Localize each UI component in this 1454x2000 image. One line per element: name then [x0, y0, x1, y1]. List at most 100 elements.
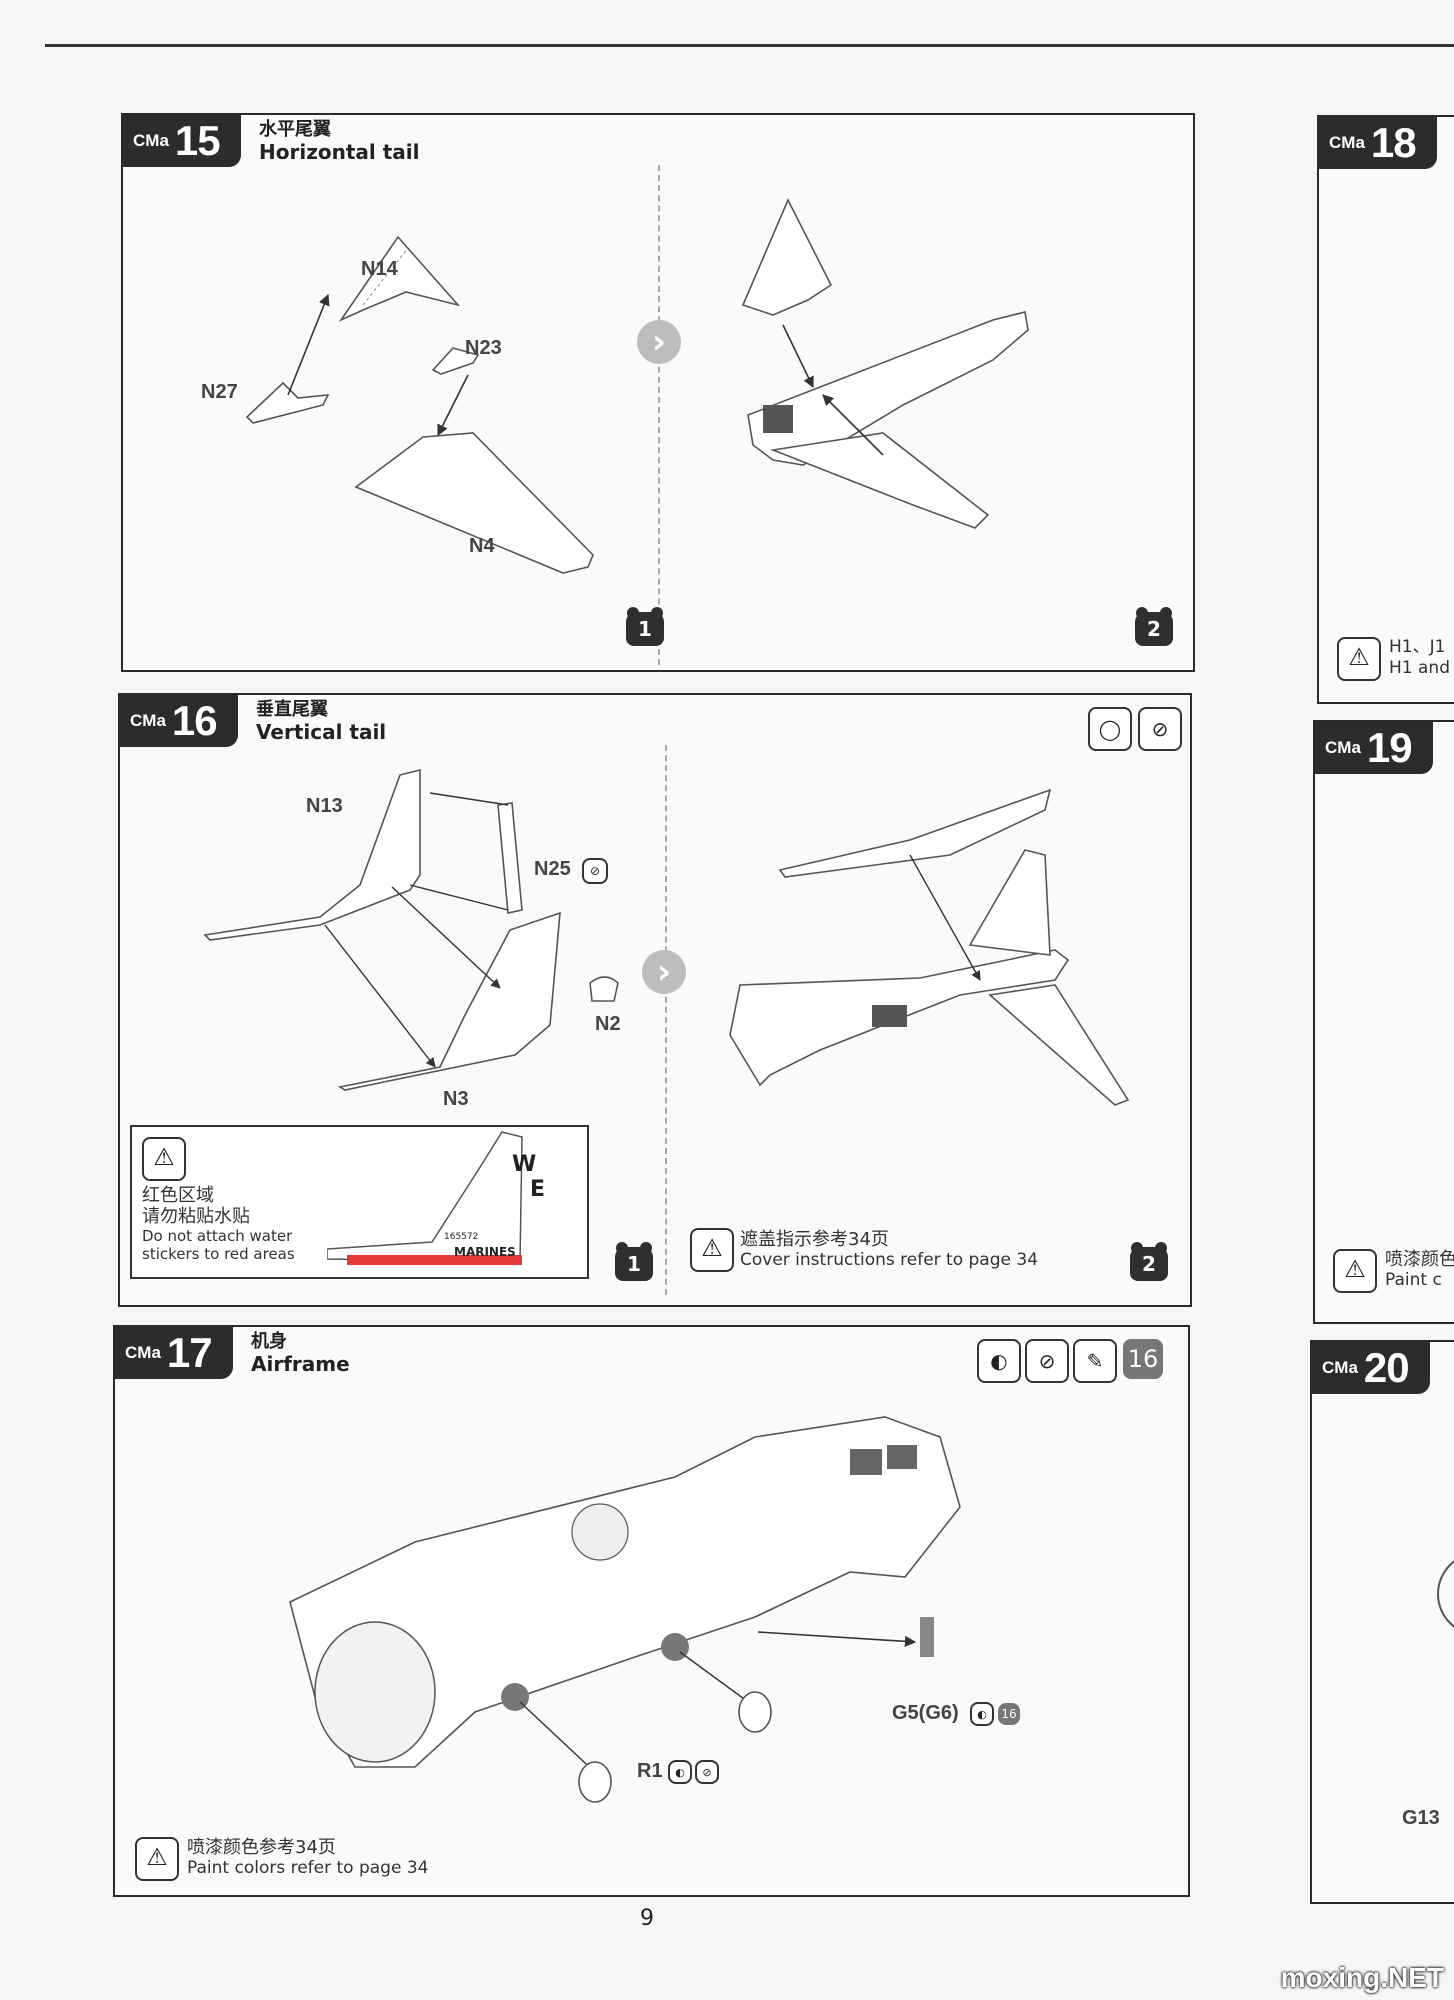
step-19-note-line2: Paint c	[1385, 1270, 1442, 1290]
part-n25-shape	[497, 802, 523, 914]
cover-note-zh: 遮盖指示参考34页	[740, 1229, 889, 1250]
brand-logo: CMa	[125, 1343, 161, 1362]
step-number: 18	[1370, 119, 1417, 166]
part-label-g13: G13	[1402, 1807, 1440, 1829]
fin-shape	[741, 198, 833, 316]
no-glue-icon: ⊘	[1025, 1339, 1069, 1383]
title-en: Airframe	[251, 1352, 350, 1376]
paint-note-en: Paint colors refer to page 34	[187, 1858, 429, 1878]
step-17-panel: CMa 17 机身 Airframe ◐ ⊘ ✎ 16 G5(G6) ◐ 16 …	[113, 1325, 1190, 1897]
brand-logo: CMa	[1322, 1358, 1358, 1377]
decal-e: E	[530, 1177, 546, 1202]
stabilizer-shape	[988, 984, 1130, 1106]
step-number: 20	[1363, 1344, 1410, 1391]
part-n13-on-fuselage	[778, 788, 1052, 878]
step-19-panel: CMa 19 喷漆颜色 Paint c	[1313, 720, 1454, 1324]
warning-icon	[135, 1837, 179, 1881]
brand-logo: CMa	[133, 131, 169, 150]
part-label-n27: N27	[201, 381, 238, 403]
warning-icon	[690, 1228, 734, 1272]
part-n13-shape	[203, 768, 421, 941]
part-n23-shape	[431, 347, 480, 375]
part-r1-shape	[578, 1761, 612, 1803]
fuselage-shape	[747, 311, 1029, 466]
sub-step-divider	[658, 165, 660, 665]
part-label-n25: N25	[534, 858, 571, 880]
part-label-n13: N13	[306, 795, 343, 817]
step-19-note-line1: 喷漆颜色	[1385, 1249, 1454, 1270]
step-18-badge: CMa 18	[1319, 117, 1437, 169]
part-g5-shape	[920, 1617, 934, 1657]
vent-grill-shape	[763, 405, 793, 433]
step-18-note-line2: H1 and	[1389, 658, 1450, 678]
brand-logo: CMa	[1325, 738, 1361, 757]
decal-tail-drawing	[327, 1131, 523, 1265]
part-label-r1: R1	[637, 1760, 663, 1782]
step-15-title: 水平尾翼 Horizontal tail	[259, 119, 419, 163]
step-16-badge: CMa 16	[120, 695, 238, 747]
title-zh: 垂直尾翼	[256, 699, 328, 720]
step-17-badge: CMa 17	[115, 1327, 233, 1379]
step-number: 16	[171, 697, 218, 744]
decal-warning-text: 红色区域 请勿粘贴水贴 Do not attach water stickers…	[142, 1185, 295, 1263]
decal-serial: 165572	[444, 1232, 479, 1242]
step-number: 15	[174, 117, 221, 164]
assembly-arrow	[437, 374, 469, 437]
next-arrow-icon: ›	[642, 950, 686, 994]
next-arrow-icon: ›	[637, 320, 681, 364]
no-glue-icon: ⊘	[695, 1760, 719, 1784]
step-16-drawing	[203, 768, 1130, 1106]
no-glue-icon: ⊘	[1138, 707, 1182, 751]
bear-mask-icon: ◯	[1088, 707, 1132, 751]
page-top-rule	[45, 44, 1454, 47]
brand-logo: CMa	[1329, 133, 1365, 152]
wheel-outline-shape	[1437, 1552, 1454, 1636]
part-n3-shape	[337, 911, 561, 1091]
right-column-clip: CMa 18 H1、J1 H1 and CMa 19 喷漆颜色 Paint c …	[1305, 100, 1454, 1950]
warning-icon	[142, 1137, 186, 1181]
paint-note: 喷漆颜色参考34页 Paint colors refer to page 34	[187, 1837, 428, 1879]
sub-step-divider	[665, 745, 667, 1295]
paint-note-zh: 喷漆颜色参考34页	[187, 1837, 336, 1858]
vent-grill-shape	[850, 1449, 882, 1475]
step-18-note-line1: H1、J1	[1389, 637, 1446, 657]
red-area-shape	[347, 1255, 522, 1265]
assembly-arrow	[287, 293, 330, 396]
cover-note: 遮盖指示参考34页 Cover instructions refer to pa…	[740, 1229, 1038, 1271]
step-16-panel: CMa 16 垂直尾翼 Vertical tail ◯ ⊘ ›	[118, 693, 1192, 1307]
part-label-n4: N4	[469, 535, 495, 557]
paint-icon: ◐	[977, 1339, 1021, 1383]
decal-warning-box: 红色区域 请勿粘贴水贴 Do not attach water stickers…	[130, 1125, 589, 1279]
step-20-panel: CMa 20 G13	[1310, 1340, 1454, 1904]
page-number: 9	[640, 1906, 654, 1931]
r1-socket-shape	[661, 1633, 689, 1661]
warning-zh-line1: 红色区域	[142, 1185, 214, 1206]
sub-step-2-icon: 2	[1135, 607, 1173, 646]
step-19-badge: CMa 19	[1315, 722, 1433, 774]
step-number: 19	[1366, 724, 1413, 771]
part-label-n2: N2	[595, 1013, 621, 1035]
warning-en-line2: stickers to red areas	[142, 1245, 295, 1263]
brand-logo: CMa	[130, 711, 166, 730]
warning-en-line1: Do not attach water	[142, 1227, 293, 1245]
vent-grill-shape	[887, 1445, 917, 1469]
paint-color-chip: 16	[1123, 1339, 1163, 1379]
warning-zh-line2: 请勿粘贴水贴	[142, 1206, 250, 1227]
part-r1-shape	[738, 1691, 772, 1733]
step-16-title: 垂直尾翼 Vertical tail	[256, 699, 386, 743]
sub-step-2-icon: 2	[1130, 1242, 1168, 1281]
fin-shape	[968, 849, 1051, 956]
sub-step-1-icon: 1	[626, 607, 664, 646]
decal-marines: MARINES	[454, 1245, 516, 1259]
bear-glue-icon: ✎	[1073, 1339, 1117, 1383]
warning-icon	[1337, 637, 1381, 681]
part-label-n14: N14	[361, 258, 398, 280]
step-19-note: 喷漆颜色 Paint c	[1385, 1249, 1454, 1291]
step-number: 17	[166, 1329, 213, 1376]
step-18-note: H1、J1 H1 and	[1389, 637, 1450, 679]
cover-note-en: Cover instructions refer to page 34	[740, 1250, 1039, 1270]
part-n2-shape	[589, 976, 619, 1002]
part-n14-shape	[338, 235, 461, 322]
part-label-n3: N3	[443, 1088, 469, 1110]
title-zh: 机身	[251, 1331, 287, 1352]
